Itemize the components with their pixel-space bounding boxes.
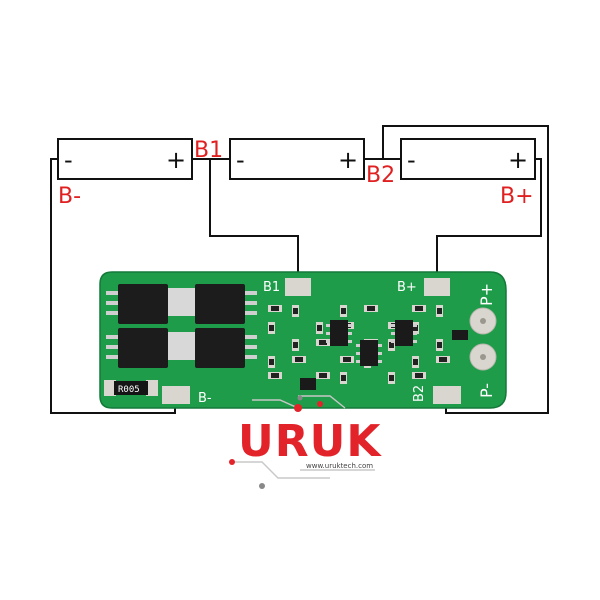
pad-b-plus [424, 278, 450, 296]
mosfet-4 [180, 328, 257, 368]
silk-p-minus: P- [477, 383, 496, 398]
cell-3-minus: - [407, 146, 416, 174]
label-b1: B1 [194, 138, 223, 163]
silk-p-plus: P+ [477, 283, 496, 306]
silk-b-plus: B+ [397, 280, 417, 295]
silk-b2: B2 [412, 385, 427, 402]
cell-2-minus: - [236, 146, 245, 174]
mosfet-2 [106, 328, 183, 368]
pcb-board: R005 B1 B+ B- B2 P+ P- [99, 271, 507, 409]
silk-b-minus: B- [198, 391, 212, 406]
mosfet-3 [180, 284, 257, 324]
label-b2: B2 [366, 163, 395, 188]
pad-b1 [285, 278, 311, 296]
label-b-plus: B+ [500, 184, 534, 209]
battery-cell-1: - + [57, 138, 193, 180]
battery-cell-2: - + [229, 138, 365, 180]
resistor-label: R005 [118, 385, 140, 395]
pad-b-minus [162, 386, 190, 404]
cell-2-plus: + [338, 146, 358, 174]
wire-b1 [209, 159, 299, 278]
battery-cell-3: - + [400, 138, 536, 180]
pad-b2 [433, 386, 461, 404]
wire-b2 [382, 125, 549, 414]
cell-1-minus: - [64, 146, 73, 174]
cell-1-plus: + [166, 146, 186, 174]
wire-b-plus [436, 158, 542, 278]
mosfet-1 [106, 284, 183, 324]
label-b-minus: B- [58, 184, 81, 209]
cell-3-plus: + [508, 146, 528, 174]
logo-brand: URUK [238, 416, 382, 467]
silk-b1: B1 [263, 280, 280, 295]
mosfet-group [106, 284, 257, 368]
logo-url: www.uruktech.com [306, 462, 373, 470]
shunt-resistor: R005 [104, 380, 158, 396]
smd-components [268, 305, 468, 390]
uruk-logo: URUK www.uruktech.com [229, 395, 382, 489]
logo-circuit-traces [232, 395, 375, 479]
